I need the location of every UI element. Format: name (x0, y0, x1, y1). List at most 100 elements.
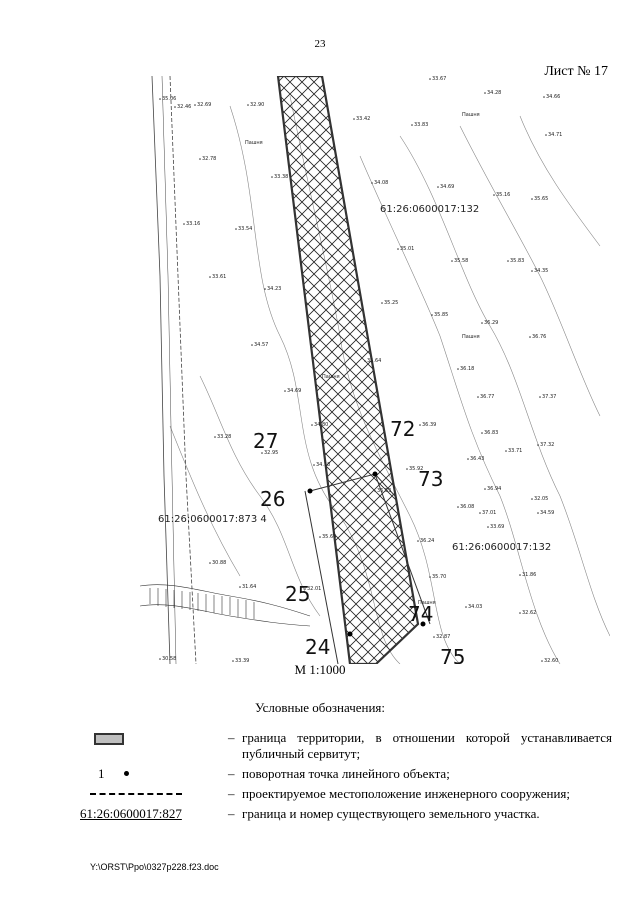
elevation-dot (437, 186, 439, 188)
legend-item: 1 – поворотная точка линейного объекта; (90, 766, 612, 782)
elevation-dot (519, 612, 521, 614)
elevation-dot (411, 124, 413, 126)
turning-points (307, 471, 426, 637)
elevation-dot (235, 228, 237, 230)
elevation-mark: 34.08 (374, 180, 388, 186)
page-number: 23 (314, 38, 326, 50)
elevation-mark: 36.94 (487, 486, 501, 492)
elevation-mark: 34.80 (314, 422, 328, 428)
elevation-mark: 36.08 (460, 504, 474, 510)
elevation-mark: 35.58 (454, 258, 468, 264)
elevation-mark: 31.86 (522, 572, 536, 578)
elevation-dot (194, 104, 196, 106)
legend-item-text: поворотная точка линейного объекта; (242, 766, 450, 781)
elevation-dot (465, 606, 467, 608)
elevation-dot (381, 302, 383, 304)
elevation-dot (539, 396, 541, 398)
elevation-mark: 34.57 (254, 342, 268, 348)
elevation-mark: 36.53 (377, 488, 391, 494)
elevation-mark: 32.95 (264, 450, 278, 456)
elevation-mark: 31.64 (242, 584, 256, 590)
elevation-mark: 36.77 (480, 394, 494, 400)
elevation-dot (247, 104, 249, 106)
sheet-label: Лист № 17 (544, 64, 608, 79)
point-label-27: 27 (253, 429, 278, 453)
elevation-mark: 33.39 (235, 658, 249, 664)
ground-label: Пашня (462, 334, 480, 340)
legend-item: – граница территории, в отношении которо… (90, 730, 612, 762)
elevation-dot (481, 322, 483, 324)
elevation-dot (484, 488, 486, 490)
elevation-dot (457, 506, 459, 508)
ground-label: Пашня (245, 140, 263, 146)
map: 27 26 72 73 25 24 74 75 61:26:0600017:13… (140, 76, 610, 664)
elevation-dot (433, 636, 435, 638)
elevation-mark: 32.78 (202, 156, 216, 162)
elevation-dot (505, 450, 507, 452)
elevation-mark: 32.90 (250, 102, 264, 108)
parcel-numbers: 61:26:0600017:132 61:26:0600017:132 61:2… (158, 204, 551, 553)
elevation-dot (519, 574, 521, 576)
elevation-dot (239, 586, 241, 588)
elevation-mark: 35.85 (434, 312, 448, 318)
elevation-dot (319, 536, 321, 538)
ground-label: Пашня (322, 374, 340, 380)
elevation-mark: 34.18 (316, 462, 330, 468)
elevation-mark: 34.69 (287, 388, 301, 394)
point-label-24: 24 (305, 635, 330, 659)
elevation-dot (374, 490, 376, 492)
point-label-75: 75 (440, 645, 465, 664)
elevation-mark: 32.69 (197, 102, 211, 108)
elevation-mark: 34.71 (548, 132, 562, 138)
elevation-mark: 33.69 (490, 524, 504, 530)
elevation-dot (209, 562, 211, 564)
legend-item: 61:26:0600017:827 – граница и номер суще… (80, 806, 612, 822)
elevation-mark: 36.39 (422, 422, 436, 428)
elevation-mark: 35.64 (367, 358, 381, 364)
elevation-mark: 34.69 (440, 184, 454, 190)
turning-point-dot (124, 771, 129, 776)
elevation-dot (159, 98, 161, 100)
legend-title: Условные обозначения: (254, 700, 386, 715)
elevation-mark: 33.83 (414, 122, 428, 128)
elevation-mark: 36.18 (460, 366, 474, 372)
ground-labels: Пашня Пашня Пашня Пашня Пашня (245, 112, 480, 606)
elevation-dot (364, 360, 366, 362)
elevation-mark: 33.61 (212, 274, 226, 280)
elevation-mark: 34.35 (534, 268, 548, 274)
elevation-mark: 36.43 (470, 456, 484, 462)
elevation-dot (199, 158, 201, 160)
elevation-dot (271, 176, 273, 178)
elevation-mark: 33.38 (274, 174, 288, 180)
file-path-footer: Y:\ORST\Ppo\0327p228.f23.doc (90, 862, 219, 872)
elevation-dot (545, 134, 547, 136)
point-labels: 27 26 72 73 25 24 74 75 (253, 417, 465, 664)
parcel-number: 61:26:0600017:132 (380, 204, 479, 215)
elevation-mark: 33.28 (217, 434, 231, 440)
elevation-dot (429, 78, 431, 80)
elevation-mark: 32.01 (307, 586, 321, 592)
elevation-dot (232, 660, 234, 662)
elevation-mark: 30.88 (212, 560, 226, 566)
point-label-74: 74 (408, 602, 433, 626)
elevation-dot (451, 260, 453, 262)
elevation-dot (529, 336, 531, 338)
turning-point-number: 1 (98, 766, 105, 781)
elevation-mark: 36.29 (484, 320, 498, 326)
elevation-mark: 37.32 (540, 442, 554, 448)
elevation-mark: 34.66 (546, 94, 560, 100)
elevation-dot (429, 576, 431, 578)
elevation-mark: 32.05 (534, 496, 548, 502)
elevation-mark: 35.92 (409, 466, 423, 472)
elevation-mark: 35.66 (322, 534, 336, 540)
elevation-dot (507, 260, 509, 262)
legend-item-text: граница территории, в отношении которой … (242, 730, 612, 761)
elevation-mark: 35.25 (384, 300, 398, 306)
elevation-dot (311, 424, 313, 426)
legend-item-text: граница и номер существующего земельного… (242, 806, 540, 821)
elevation-dot (251, 344, 253, 346)
elevation-mark: 37.37 (542, 394, 556, 400)
elevation-dot (487, 526, 489, 528)
ravine (140, 584, 311, 627)
